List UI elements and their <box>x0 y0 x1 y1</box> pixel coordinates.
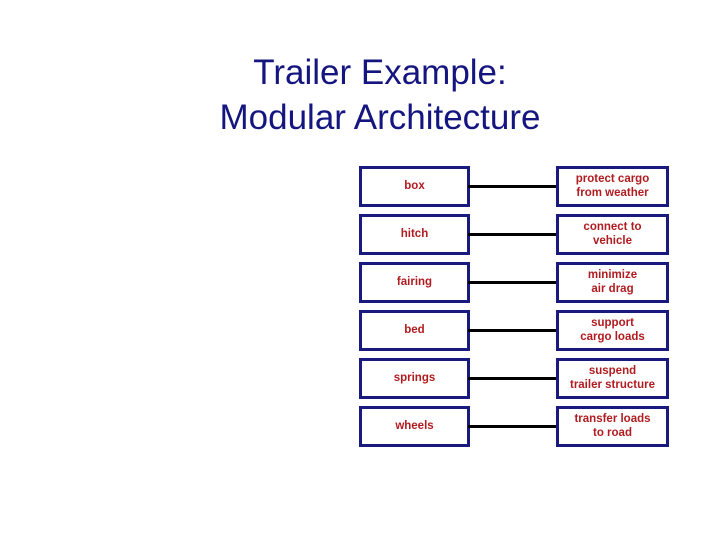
module-label-3: fairing <box>396 275 433 288</box>
function-label-1: protect cargo from weather <box>575 173 650 199</box>
module-label-1: box <box>404 179 425 192</box>
connector-line-5 <box>468 377 558 380</box>
diagram-row: bed support cargo loads <box>0 310 720 351</box>
module-box-3[interactable]: fairing <box>359 262 470 303</box>
module-box-6[interactable]: wheels <box>359 406 470 447</box>
function-label-6: transfer loads to road <box>574 413 651 439</box>
function-box-4[interactable]: support cargo loads <box>556 310 669 351</box>
function-box-3[interactable]: minimize air drag <box>556 262 669 303</box>
connector-line-4 <box>468 329 558 332</box>
diagram-row: springs suspend trailer structure <box>0 358 720 399</box>
page-title-line-2: Modular Architecture <box>219 98 541 137</box>
diagram-row: wheels transfer loads to road <box>0 406 720 447</box>
function-box-2[interactable]: connect to vehicle <box>556 214 669 255</box>
function-label-5: suspend trailer structure <box>569 365 655 391</box>
connector-line-6 <box>468 425 558 428</box>
function-box-5[interactable]: suspend trailer structure <box>556 358 669 399</box>
module-label-2: hitch <box>400 227 429 240</box>
function-label-3: minimize air drag <box>587 269 638 295</box>
diagram-row: hitch connect to vehicle <box>0 214 720 255</box>
module-box-5[interactable]: springs <box>359 358 470 399</box>
module-box-4[interactable]: bed <box>359 310 470 351</box>
page-title-line-1: Trailer Example: <box>253 53 507 92</box>
function-box-6[interactable]: transfer loads to road <box>556 406 669 447</box>
module-label-5: springs <box>393 371 436 384</box>
function-label-2: connect to vehicle <box>583 221 642 247</box>
module-box-2[interactable]: hitch <box>359 214 470 255</box>
module-box-1[interactable]: box <box>359 166 470 207</box>
page-title: Trailer Example: Modular Architecture <box>40 50 720 140</box>
module-label-4: bed <box>404 323 425 336</box>
function-box-1[interactable]: protect cargo from weather <box>556 166 669 207</box>
module-label-6: wheels <box>395 419 434 432</box>
connector-line-1 <box>468 185 558 188</box>
connector-line-2 <box>468 233 558 236</box>
diagram-row: box protect cargo from weather <box>0 166 720 207</box>
diagram-row: fairing minimize air drag <box>0 262 720 303</box>
function-label-4: support cargo loads <box>580 317 645 343</box>
connector-line-3 <box>468 281 558 284</box>
